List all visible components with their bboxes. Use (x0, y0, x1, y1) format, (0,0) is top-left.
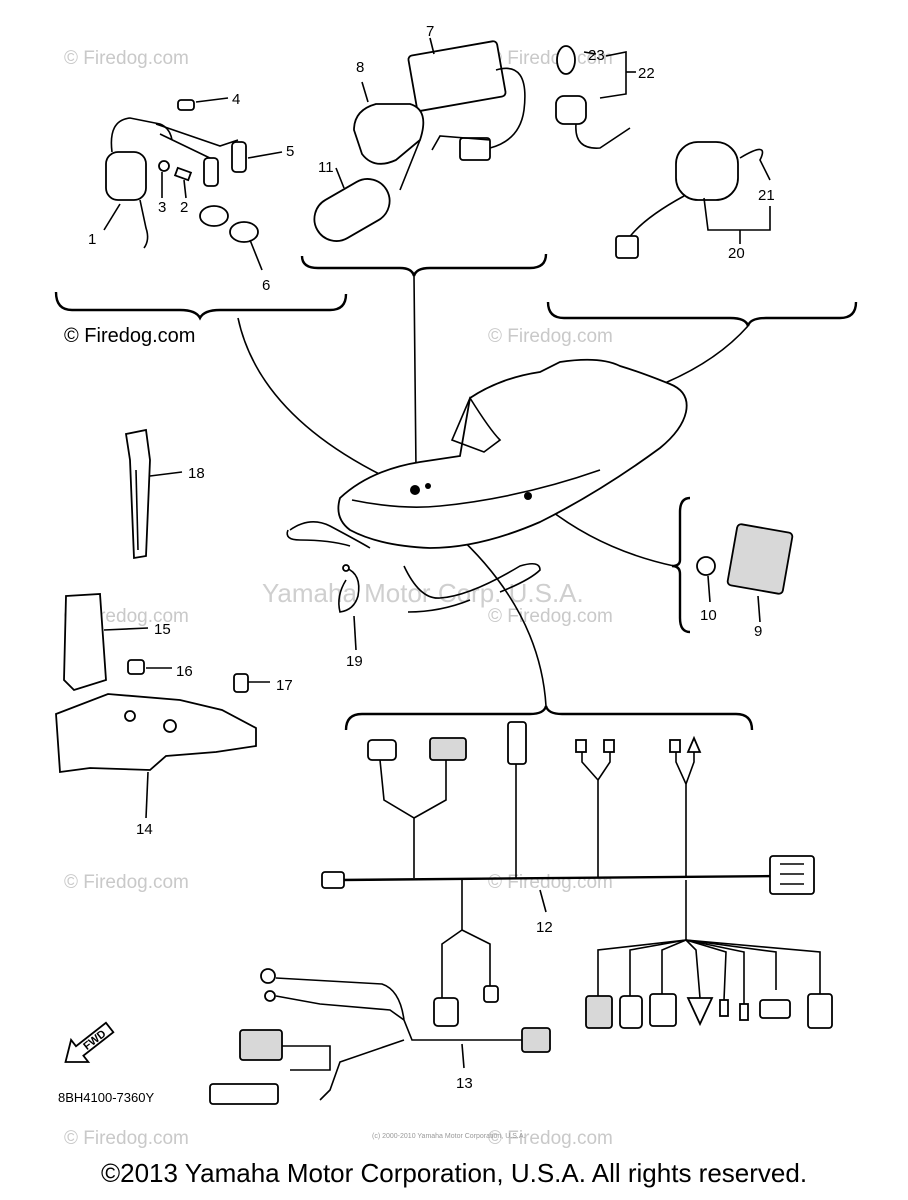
watermark-firedog-dark: © Firedog.com (64, 325, 195, 347)
bracket-group (55, 593, 270, 819)
part-label-10: 10 (700, 607, 717, 624)
watermark-firedog: © Firedog.com (488, 606, 613, 627)
small-copyright: (c) 2000-2010 Yamaha Motor Corporation, … (372, 1133, 525, 1140)
connector (649, 993, 677, 1027)
cable-band (124, 428, 183, 560)
terminal (739, 1003, 749, 1021)
terminal (669, 739, 681, 753)
watermark-firedog: © Firedog.com (488, 326, 613, 347)
connector (483, 985, 499, 1003)
cdi-group (313, 37, 526, 242)
part-label-1: 1 (88, 231, 96, 248)
spark-plug-cap (231, 141, 247, 173)
bolt (233, 673, 249, 693)
connector (459, 137, 491, 161)
part-label-22: 22 (638, 65, 655, 82)
part-label-21: 21 (758, 187, 775, 204)
harness-main-connector (769, 855, 815, 895)
part-label-13: 13 (456, 1075, 473, 1092)
part-label-3: 3 (158, 199, 166, 216)
spark-plug-cap (203, 157, 219, 187)
part-label-16: 16 (176, 663, 193, 680)
terminal (719, 999, 729, 1017)
socket (555, 95, 587, 125)
connector (585, 995, 613, 1029)
mount-bracket (55, 693, 257, 774)
regulator-nut (696, 556, 716, 576)
part-label-17: 17 (276, 677, 293, 694)
snowmobile-body (286, 358, 688, 613)
part-label-14: 14 (136, 821, 153, 838)
terminal (686, 735, 702, 753)
watermark-firedog: © Firedog.com (64, 872, 189, 893)
part-label-23: 23 (588, 47, 605, 64)
terminal (264, 990, 276, 1002)
ignition-coil-group (103, 97, 283, 271)
connector (507, 721, 527, 765)
connector (807, 993, 833, 1029)
fwd-arrow-icon (64, 1021, 115, 1063)
watermark-firedog: © Firedog.com (488, 872, 613, 893)
regulator-group (696, 523, 794, 623)
watermark-firedog: © Firedog.com (64, 48, 189, 69)
watermark-firedog: © Firedog.com (488, 1128, 613, 1149)
watermark-firedog: © Firedog.com (488, 48, 613, 69)
connector (521, 1027, 551, 1053)
part-label-18: 18 (188, 465, 205, 482)
fwd-arrow: FWD (64, 1021, 115, 1063)
watermark-firedog: © Firedog.com (64, 1128, 189, 1149)
connector (367, 739, 397, 761)
connector (239, 1029, 283, 1061)
relay (353, 103, 425, 165)
part-label-5: 5 (286, 143, 294, 160)
cover (199, 205, 229, 227)
part-label-6: 6 (262, 277, 270, 294)
bulb (556, 45, 576, 75)
part-label-2: 2 (180, 199, 188, 216)
connector (686, 997, 714, 1027)
part-label-12: 12 (536, 919, 553, 936)
copyright-notice: ©2013 Yamaha Motor Corporation, U.S.A. A… (100, 1158, 808, 1188)
part-label-8: 8 (356, 59, 364, 76)
connector (433, 997, 459, 1027)
cdi-unit (407, 40, 507, 112)
cover (229, 221, 259, 243)
harness-end-connector (321, 871, 345, 889)
washer (158, 160, 170, 172)
connector (759, 999, 791, 1019)
part-label-20: 20 (728, 245, 745, 262)
resistor (313, 178, 391, 242)
part-label-19: 19 (346, 653, 363, 670)
part-label-15: 15 (154, 621, 171, 638)
main-switch (675, 141, 739, 201)
part-labels: 1 2 3 4 5 6 7 8 9 10 11 12 13 14 15 16 1… (88, 23, 775, 1092)
switch-connector (615, 235, 639, 259)
ignition-coil (105, 151, 147, 201)
diagram-code: 8BH4100-7360Y (58, 1090, 154, 1105)
cover (63, 593, 107, 692)
wire-harness (321, 721, 833, 1029)
switch-group (555, 45, 771, 259)
regulator (726, 523, 794, 595)
terminal (603, 739, 615, 753)
terminal (575, 739, 587, 753)
terminal (260, 968, 276, 984)
part-label-7: 7 (426, 23, 434, 40)
connector (209, 1083, 279, 1105)
cap (177, 99, 195, 111)
bolt (173, 166, 193, 182)
part-label-11: 11 (318, 159, 334, 176)
connector (429, 737, 467, 761)
sub-lead (209, 968, 551, 1105)
part-label-9: 9 (754, 623, 762, 640)
nut (127, 659, 145, 675)
part-label-4: 4 (232, 91, 240, 108)
connector (619, 995, 643, 1029)
lead-wire (338, 564, 360, 651)
band (124, 428, 151, 560)
